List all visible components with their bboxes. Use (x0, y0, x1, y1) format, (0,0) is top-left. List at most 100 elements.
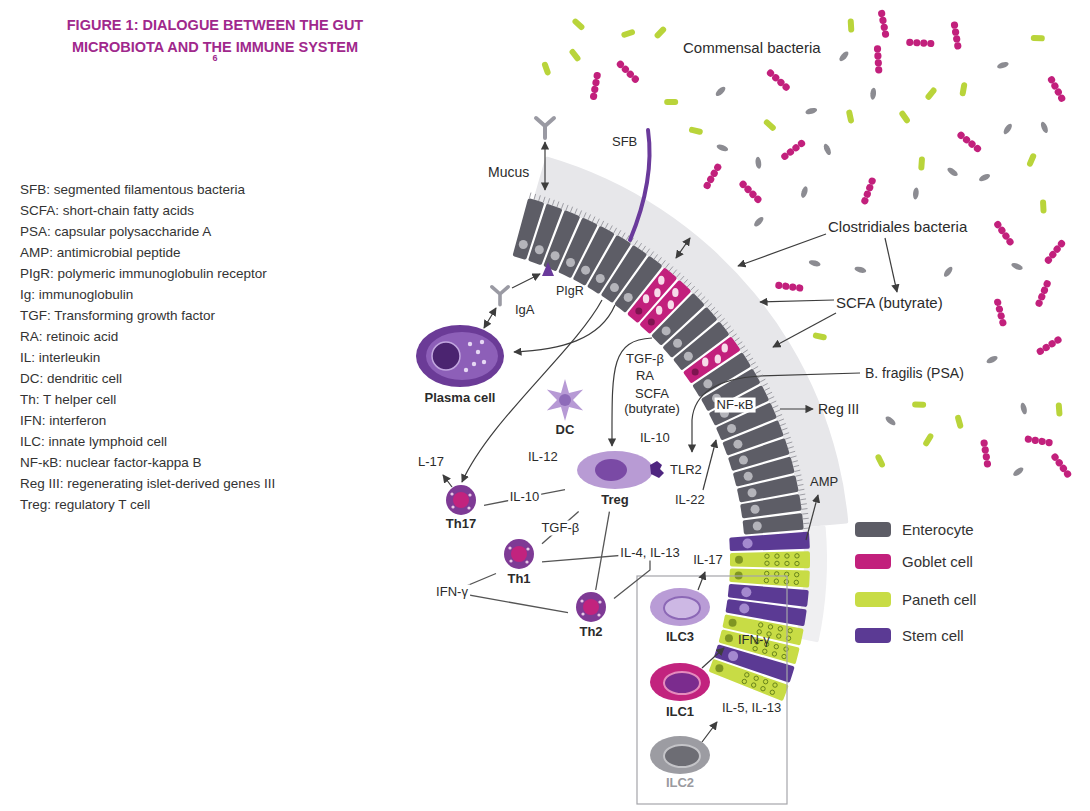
cell-label: ILC2 (645, 775, 715, 791)
drawing-group (576, 592, 606, 622)
cell-drawing (509, 559, 512, 562)
drawing-part (492, 287, 508, 305)
nucleus (751, 505, 760, 514)
paneth-granule (784, 580, 788, 584)
microvillus (654, 254, 658, 259)
cell-drawing (504, 539, 534, 569)
nucleus (729, 619, 737, 627)
figure-title: FIGURE 1: DIALOGUE BETWEEN THE GUT MICRO… (67, 17, 363, 55)
paneth-cell (729, 568, 809, 587)
paneth-cell (709, 659, 788, 700)
bacterium-part (714, 85, 727, 97)
nucleus (684, 352, 693, 361)
bacterium-part (978, 172, 991, 182)
nucleus (739, 603, 749, 613)
bacterium (912, 402, 926, 408)
bacterium-part (950, 21, 958, 29)
nucleus (648, 319, 655, 326)
nucleus (741, 587, 751, 597)
abbreviation-entry: PSA: capsular polysaccharide A (20, 224, 211, 240)
paneth-granule (782, 654, 786, 658)
bacterium-part (1026, 152, 1037, 167)
paneth-granule (765, 554, 769, 558)
microvillus (687, 283, 691, 287)
bacterium-part (912, 187, 919, 200)
microvillus (701, 296, 705, 300)
bacterium (763, 118, 777, 132)
microvillus (697, 293, 701, 297)
bacterium (808, 259, 821, 268)
microvillus (801, 503, 807, 505)
bacterium (1050, 452, 1073, 479)
cell-drawing (664, 745, 700, 767)
microvillus (751, 362, 756, 365)
bacterium (942, 265, 954, 278)
cell-label: ILC1 (645, 704, 715, 720)
paneth-granule (763, 679, 767, 683)
annotation-label: RA (636, 369, 654, 384)
bacterium (874, 45, 883, 74)
legend-swatch (855, 522, 891, 537)
cell-label: Treg (565, 492, 665, 508)
bacterium-part (789, 283, 797, 291)
cell-shape (438, 484, 484, 516)
cell-drawing (650, 461, 664, 478)
cell-label: ILC3 (645, 629, 715, 645)
bacterium (765, 68, 791, 92)
bacterium-part (995, 305, 1004, 314)
cell-drawing (476, 350, 480, 354)
abbreviation-entry: IL: interleukin (20, 350, 100, 366)
bacterium (870, 87, 877, 100)
paneth-granule (774, 579, 778, 583)
microvillus (785, 437, 791, 439)
enterocyte (743, 513, 804, 534)
cytokine-label: IL-10 (508, 490, 542, 505)
microvillus (642, 246, 645, 251)
bacterium-part (753, 194, 763, 204)
microvillus (780, 424, 786, 426)
bacterium-part (959, 82, 967, 97)
cell-drawing (595, 459, 627, 481)
microvillus (592, 217, 595, 222)
microvillus (796, 475, 802, 476)
cell-drawing (650, 736, 710, 774)
cell-node: Plasma cell (410, 322, 510, 410)
microvillus (548, 198, 550, 204)
paneth-granule (775, 561, 779, 565)
bacterium-part (688, 126, 703, 135)
legend-label: Goblet cell (902, 553, 973, 570)
paneth-granule (754, 676, 758, 680)
microvillus (792, 461, 798, 463)
bacterium-part (860, 196, 869, 205)
bacterium (854, 266, 867, 275)
mucin-granule (654, 288, 660, 297)
paneth-granule (764, 578, 768, 582)
bacterium-part (1043, 255, 1053, 265)
drawing-group (650, 736, 710, 774)
microvillus (534, 194, 536, 200)
microvillus (798, 489, 804, 490)
nucleus (692, 369, 699, 376)
bacterium-part (812, 332, 827, 341)
bacterium (922, 432, 934, 447)
leader-arrow (702, 722, 717, 742)
nucleus (715, 664, 723, 672)
bacterium (993, 298, 1007, 327)
microvillus (755, 371, 760, 374)
drawing-group (504, 539, 534, 569)
microvillus (740, 346, 745, 349)
cell-drawing (597, 613, 600, 616)
abbreviation-entry: IFN: interferon (20, 413, 106, 429)
bacterium-part (877, 9, 885, 17)
nucleus (733, 440, 742, 449)
bacterium (716, 143, 729, 152)
bacterium-part (775, 281, 783, 289)
paneth-granule (785, 554, 789, 558)
paneth-granule (751, 683, 755, 687)
cell-node: DC (530, 378, 600, 442)
microvillus (771, 401, 776, 404)
microvillus (561, 203, 563, 209)
bacterium (702, 162, 722, 190)
bacterium-part (972, 143, 982, 153)
connector (596, 512, 610, 590)
